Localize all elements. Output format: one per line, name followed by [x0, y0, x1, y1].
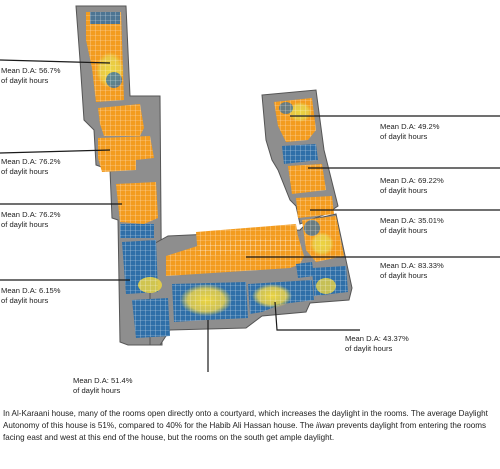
label-south-2: Mean D.A: 43.37% of daylit hours: [345, 334, 409, 353]
room-east-1: [274, 98, 316, 142]
label-east-3: Mean D.A: 35.01% of daylit hours: [380, 216, 444, 235]
room-west-5: [120, 224, 154, 238]
label-west-1: Mean D.A: 56.7% of daylit hours: [1, 66, 61, 85]
label-west-3: Mean D.A: 76.2% of daylit hours: [1, 210, 61, 229]
floor-plan: [0, 5, 500, 372]
room-south-3: [312, 266, 348, 296]
room-east-6: [296, 262, 314, 278]
caption: In Al-Karaani house, many of the rooms o…: [3, 409, 488, 442]
leader-lines: [0, 59, 500, 372]
room-west-4: [116, 182, 158, 224]
leader-line: [0, 59, 111, 64]
room-south-1: [172, 282, 248, 322]
room-west-1: [86, 12, 124, 102]
label-west-4: Mean D.A: 6.15% of daylit hours: [1, 286, 61, 305]
room-east-4: [296, 196, 334, 218]
room-east-2: [282, 144, 318, 164]
label-south-1: Mean D.A: 51.4% of daylit hours: [73, 376, 133, 395]
room-west-3: [98, 136, 154, 172]
leader-line: [274, 301, 360, 331]
room-south-hall: [166, 224, 304, 276]
label-west-2: Mean D.A: 76.2% of daylit hours: [1, 157, 61, 176]
room-west-2: [98, 104, 144, 136]
caption-iwan-term: iiwan: [316, 420, 335, 430]
room-east-5: [302, 216, 344, 262]
label-east-1: Mean D.A: 49.2% of daylit hours: [380, 122, 440, 141]
label-east-2: Mean D.A: 69.22% of daylit hours: [380, 176, 444, 195]
leader-line: [0, 149, 111, 154]
room-west-7: [132, 298, 170, 338]
label-east-4: Mean D.A: 83.33% of daylit hours: [380, 261, 444, 280]
room-south-2: [248, 280, 314, 314]
room-east-3: [288, 164, 326, 194]
room-west-6: [122, 240, 162, 294]
